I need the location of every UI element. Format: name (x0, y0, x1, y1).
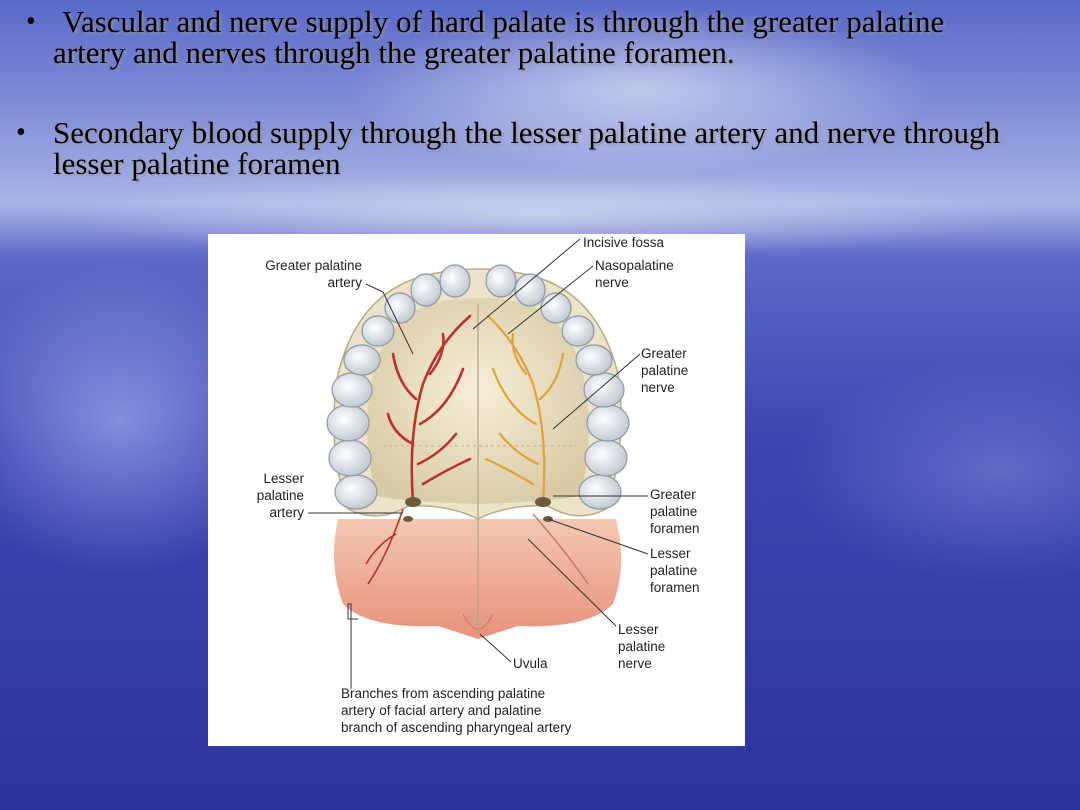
label-lesser-palatine-foramen: palatine (650, 563, 697, 578)
greater-palatine-nerve (484, 314, 565, 504)
label-nasopalatine-nerve: nerve (595, 275, 629, 290)
label-greater-palatine-nerve: Greater (641, 346, 687, 361)
label-nasopalatine-nerve: Nasopalatine (595, 258, 674, 273)
teeth-left (326, 264, 471, 510)
label-branches: branch of ascending pharyngeal artery (341, 720, 572, 735)
greater-palatine-artery (386, 314, 472, 504)
label-uvula: Uvula (513, 656, 548, 671)
palate-anatomy-figure: Incisive fossa Greater palatine artery N… (208, 234, 745, 746)
label-branches: Branches from ascending palatine (341, 686, 545, 701)
label-lesser-palatine-artery: artery (269, 505, 304, 520)
label-lesser-palatine-foramen: foramen (650, 580, 700, 595)
bullet-marker: • (26, 6, 36, 37)
label-greater-palatine-nerve: nerve (641, 380, 675, 395)
label-lesser-palatine-nerve: nerve (618, 656, 652, 671)
label-incisive-fossa: Incisive fossa (583, 235, 665, 250)
label-greater-palatine-artery: Greater palatine (265, 258, 362, 273)
bullet-marker: • (16, 117, 26, 148)
label-greater-palatine-nerve: palatine (641, 363, 688, 378)
label-greater-palatine-foramen: foramen (650, 521, 700, 536)
teeth-right (485, 264, 630, 510)
bullet-1-line-2: artery and nerves through the greater pa… (53, 35, 735, 70)
label-branches: artery of facial artery and palatine (341, 703, 541, 718)
label-lesser-palatine-artery: Lesser (263, 471, 304, 486)
palate-illustration: Incisive fossa Greater palatine artery N… (257, 235, 700, 735)
bullet-1-line-1: Vascular and nerve supply of hard palate… (62, 4, 945, 39)
label-greater-palatine-artery: artery (327, 275, 362, 290)
label-lesser-palatine-nerve: palatine (618, 639, 665, 654)
label-lesser-palatine-nerve: Lesser (618, 622, 659, 637)
bullet-2-line-1: Secondary blood supply through the lesse… (53, 115, 1000, 150)
bullet-2-line-2: lesser palatine foramen (53, 146, 341, 181)
label-greater-palatine-foramen: Greater (650, 487, 696, 502)
label-greater-palatine-foramen: palatine (650, 504, 697, 519)
label-lesser-palatine-artery: palatine (257, 488, 304, 503)
label-lesser-palatine-foramen: Lesser (650, 546, 691, 561)
